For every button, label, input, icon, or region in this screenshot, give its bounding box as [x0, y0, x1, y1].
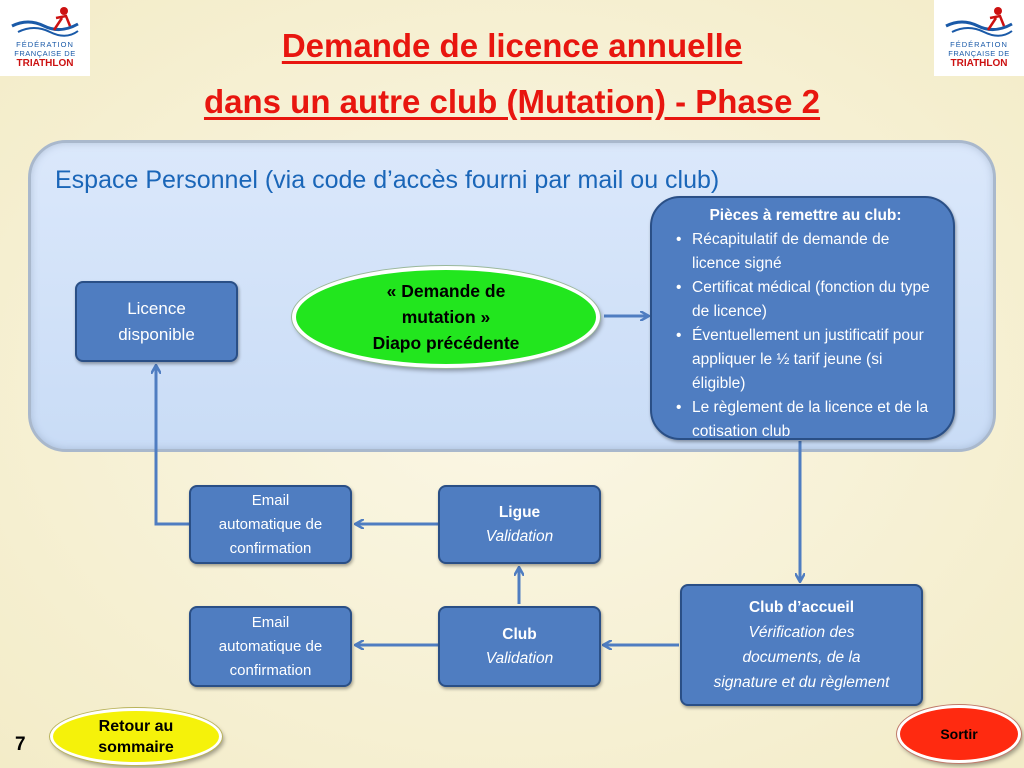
logo-text-line3: TRIATHLON — [950, 58, 1008, 69]
licence-disponible-box: Licence disponible — [75, 281, 238, 362]
mutation-line1: « Demande de — [386, 281, 506, 301]
email2-line1: Email — [251, 613, 290, 631]
club-accueil-box: Club d’accueil Vérification des document… — [680, 584, 923, 706]
retour-sommaire-button[interactable]: Retour au sommaire — [50, 708, 222, 765]
logo-text-line1: FÉDÉRATION — [16, 40, 74, 49]
email2-line3: confirmation — [229, 661, 312, 679]
panel-title: Espace Personnel (via code d’accès fourn… — [55, 166, 720, 194]
ligue-validation-box: Ligue Validation — [438, 485, 601, 564]
page-number: 7 — [15, 734, 26, 755]
arrow-email1-to-licence — [156, 366, 189, 526]
list-item: Récapitulatif de demande de licence sign… — [676, 228, 939, 276]
ligue-title: Ligue — [498, 503, 541, 521]
triathlon-logo-icon — [945, 7, 1013, 37]
pieces-list: Récapitulatif de demande de licence sign… — [672, 228, 939, 444]
logo-text-line2: FRANÇAISE DE — [14, 49, 76, 58]
email1-line2: automatique de — [218, 515, 323, 533]
email-confirmation-box-1: Email automatique de confirmation — [189, 485, 352, 564]
licence-box-line2: disponible — [118, 324, 195, 344]
email-confirmation-box-2: Email automatique de confirmation — [189, 606, 352, 687]
club-validation-box: Club Validation — [438, 606, 601, 687]
club-accueil-line1: Vérification des — [748, 624, 855, 641]
slide-title-line1: Demande de licence annuelle — [281, 27, 743, 64]
licence-box-line1: Licence — [127, 298, 186, 318]
club-accueil-line2: documents, de la — [742, 649, 861, 666]
ffTri-logo-left: FÉDÉRATION FRANÇAISE DE TRIATHLON — [0, 0, 90, 76]
retour-line2: sommaire — [98, 738, 174, 756]
club-accueil-title: Club d’accueil — [748, 599, 855, 616]
logo-text-line2: FRANÇAISE DE — [948, 49, 1010, 58]
club-accueil-line3: signature et du règlement — [713, 674, 890, 691]
demande-mutation-link[interactable]: « Demande de mutation » Diapo précédente — [292, 266, 600, 368]
pieces-header: Pièces à remettre au club: — [709, 207, 902, 224]
email1-line1: Email — [251, 491, 290, 509]
triathlon-logo-icon — [11, 7, 79, 37]
list-item: Éventuellement un justificatif pour appl… — [676, 324, 939, 396]
pieces-a-remettre-box: Pièces à remettre au club: Récapitulatif… — [650, 196, 955, 440]
logo-text-line1: FÉDÉRATION — [950, 40, 1008, 49]
slide-title-line2: dans un autre club (Mutation) - Phase 2 — [203, 83, 821, 120]
club-title: Club — [502, 625, 537, 643]
sortir-button[interactable]: Sortir — [897, 705, 1021, 763]
retour-line1: Retour au — [98, 717, 174, 735]
mutation-line3: Diapo précédente — [372, 333, 520, 353]
email1-line3: confirmation — [229, 539, 312, 557]
mutation-line2: mutation » — [401, 307, 491, 327]
email2-line2: automatique de — [218, 637, 323, 655]
ligue-subtitle: Validation — [485, 527, 554, 545]
list-item: Certificat médical (fonction du type de … — [676, 276, 939, 324]
list-item: Le règlement de la licence et de la coti… — [676, 396, 939, 444]
club-subtitle: Validation — [485, 649, 554, 667]
sortir-label: Sortir — [940, 726, 978, 742]
ffTri-logo-right: FÉDÉRATION FRANÇAISE DE TRIATHLON — [934, 0, 1024, 76]
logo-text-line3: TRIATHLON — [16, 58, 74, 69]
